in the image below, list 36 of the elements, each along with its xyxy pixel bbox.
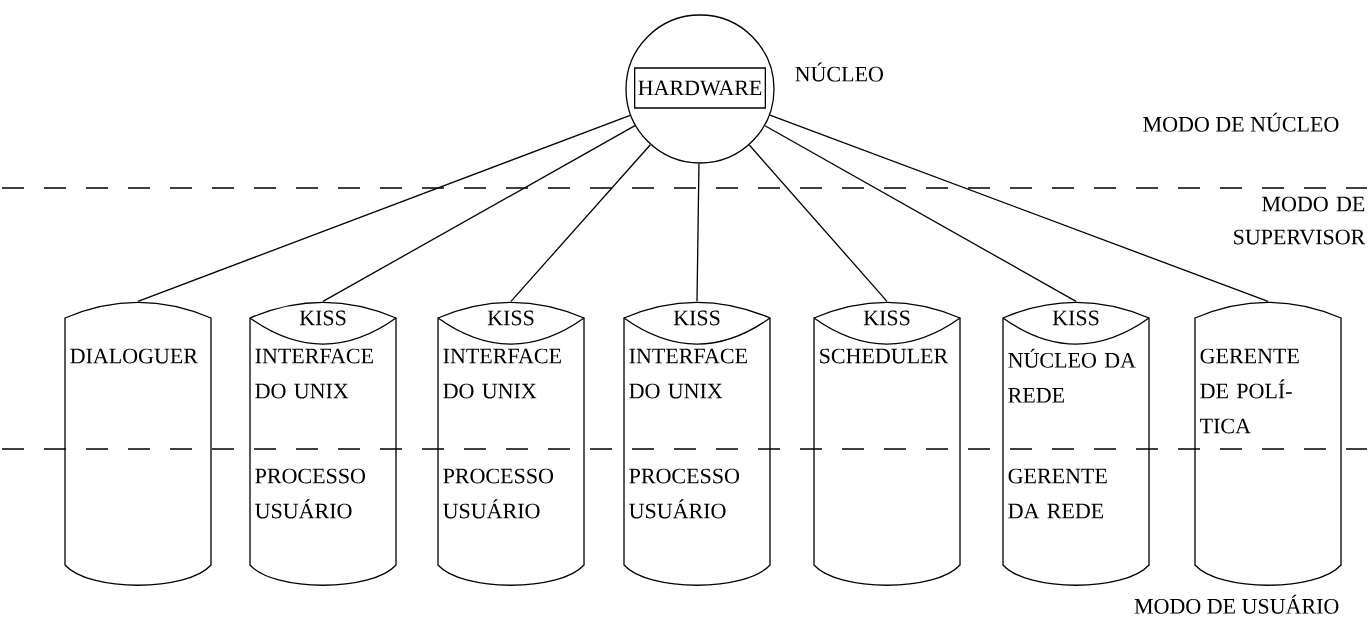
circle (625, 14, 775, 164)
connector-line (696, 163, 700, 302)
connector-line (769, 114, 1269, 302)
cylinder-label: INTERFACE DO UNIX (629, 348, 747, 399)
cylinder (437, 301, 585, 586)
cylinder-label: NÚCLEO DA REDE (1008, 348, 1136, 403)
cylinder-label: GERENTE DA REDE (1008, 468, 1107, 519)
cylinder-label: PROCESSO USUÁRIO (443, 468, 553, 519)
cylinder-label: INTERFACE DO UNIX (255, 348, 373, 399)
cylinder-label: INTERFACE DO UNIX (443, 348, 561, 399)
cylinder (813, 301, 961, 586)
connector-line (748, 144, 888, 302)
cylinder (1002, 301, 1150, 586)
cylinder-label: PROCESSO USUÁRIO (629, 468, 739, 519)
lens-label: KISS (673, 310, 720, 326)
region-label: MODO DE NÚCLEO (1143, 112, 1339, 132)
cylinder (1194, 301, 1342, 586)
region-label: MODO DE SUPERVISOR (1234, 196, 1366, 245)
cylinder-label: GERENTE DE POLÍ-TICA (1200, 348, 1299, 434)
cylinder-label: SCHEDULER (820, 348, 949, 364)
connector-line (764, 125, 1077, 302)
cylinder-label: DIALOGUER (70, 348, 198, 364)
hardware-box: HARDWARE (634, 67, 766, 109)
region-label: MODO DE USUÁRIO (1134, 594, 1339, 614)
cylinder (623, 301, 771, 586)
cylinder (249, 301, 397, 586)
node-caption: NÚCLEO (795, 62, 883, 82)
lens-label: KISS (1052, 310, 1099, 326)
lens-label: KISS (487, 310, 534, 326)
connector-line (322, 124, 636, 302)
connector-line (510, 144, 652, 302)
lens-label: KISS (863, 310, 910, 326)
lens-label: KISS (299, 310, 346, 326)
connector-line (137, 114, 631, 302)
cylinder-label: PROCESSO USUÁRIO (255, 468, 365, 519)
cylinder (64, 301, 212, 586)
